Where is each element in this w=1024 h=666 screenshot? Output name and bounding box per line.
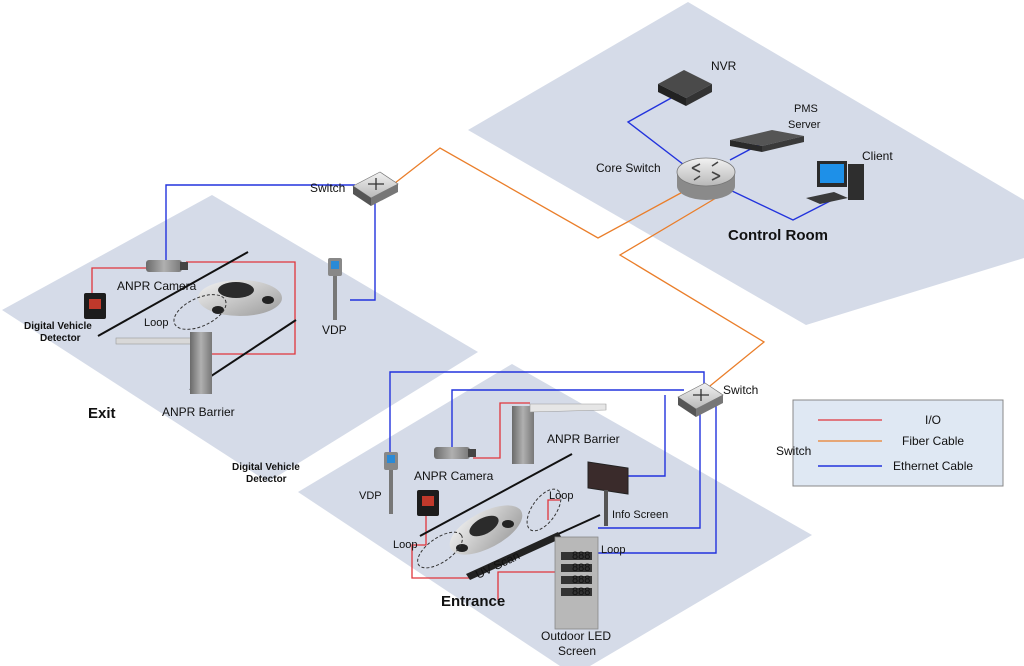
pms-server-icon (730, 130, 804, 152)
legend-ethernet-label: Ethernet Cable (893, 459, 973, 473)
info-screen-label: Info Screen (612, 509, 668, 521)
entrance-loop-left-icon (417, 531, 463, 569)
eth-entrance-vdp (389, 371, 705, 458)
legend-io-label: I/O (925, 413, 941, 427)
entrance-camera-label: ANPR Camera (414, 469, 494, 483)
control-room-label: Control Room (728, 227, 828, 244)
fiber-cable-entrance (618, 197, 766, 391)
exit-loop-label: Loop (144, 317, 168, 329)
core-switch-label: Core Switch (596, 161, 661, 175)
io-entrance-led (497, 571, 555, 600)
exit-detector-label-line2: Detector (40, 333, 81, 344)
io-exit-barrier (186, 261, 296, 355)
uv-scan-bar (466, 532, 562, 580)
entrance-detector-label-line1: Digital Vehicle (232, 462, 300, 473)
entrance-barrier-label: ANPR Barrier (547, 432, 620, 446)
switch-exit-label: Switch (310, 181, 345, 195)
pms-label-line2: Server (788, 119, 821, 131)
exit-detector-label-line1: Digital Vehicle (24, 321, 92, 332)
entrance-detector-label-line2: Detector (246, 474, 287, 485)
svg-text:888: 888 (572, 574, 590, 586)
exit-label: Exit (88, 405, 116, 422)
exit-camera-label: ANPR Camera (117, 279, 197, 293)
legend-side-label: Switch (776, 444, 811, 458)
pms-label-line1: PMS (794, 103, 818, 115)
svg-text:888: 888 (572, 550, 590, 562)
fiber-cable-exit (394, 147, 691, 239)
led-digit-readouts: 888 888 888 888 (572, 550, 590, 598)
entrance-detector-icon (417, 490, 439, 516)
entrance-barrier-icon (512, 403, 607, 464)
eth-led-screen-1 (598, 405, 701, 529)
io-entrance-loop-left (411, 515, 470, 579)
client-computer-icon (806, 161, 864, 204)
entrance-loop-bottom-label: Loop (601, 544, 625, 556)
exit-car-icon (198, 280, 282, 316)
exit-vdp-label: VDP (322, 323, 347, 337)
io-exit-camera-detector (91, 267, 150, 295)
eth-exit-camera (165, 184, 355, 262)
outdoor-led-screen-icon (554, 536, 599, 630)
exit-vdp-icon (328, 258, 342, 320)
eth-client (729, 189, 841, 221)
entrance-label: Entrance (441, 593, 505, 610)
exit-loop-icon (173, 294, 227, 330)
svg-text:888: 888 (572, 586, 590, 598)
switch-exit-icon (352, 171, 399, 206)
io-entrance-camera (473, 402, 530, 459)
entrance-vdp-icon (384, 452, 398, 514)
exit-barrier-label: ANPR Barrier (162, 405, 235, 419)
entrance-camera-icon (434, 447, 476, 459)
exit-camera-icon (146, 260, 188, 272)
entrance-car-icon (449, 505, 523, 555)
exit-barrier-icon (115, 332, 212, 394)
entrance-vdp-label: VDP (359, 490, 382, 502)
legend: Switch I/O Fiber Cable Ethernet Cable (776, 399, 1004, 487)
io-entrance-loop-right (547, 499, 560, 520)
eth-entrance-camera (451, 389, 684, 450)
nvr-icon (658, 70, 712, 106)
client-label: Client (862, 149, 893, 163)
svg-text:888: 888 (572, 562, 590, 574)
eth-led-screen-2 (598, 405, 717, 554)
switch-entrance-icon (677, 382, 724, 417)
eth-exit-vdp (350, 195, 376, 301)
entrance-loop-right-label: Loop (549, 490, 573, 502)
nvr-label: NVR (711, 59, 737, 73)
exit-detector-icon (84, 293, 106, 319)
legend-fiber-label: Fiber Cable (902, 434, 964, 448)
entrance-loop-right-icon (526, 488, 562, 532)
outdoor-led-label-line1: Outdoor LED (541, 629, 611, 643)
eth-nvr (626, 91, 689, 169)
core-switch-icon (676, 157, 736, 200)
exit-zone (2, 195, 478, 482)
control-room-zone (468, 2, 1024, 325)
switch-entrance-label: Switch (723, 383, 758, 397)
info-screen-icon (587, 461, 629, 526)
outdoor-led-label-line2: Screen (558, 644, 596, 658)
entrance-loop-left-label: Loop (393, 539, 417, 551)
